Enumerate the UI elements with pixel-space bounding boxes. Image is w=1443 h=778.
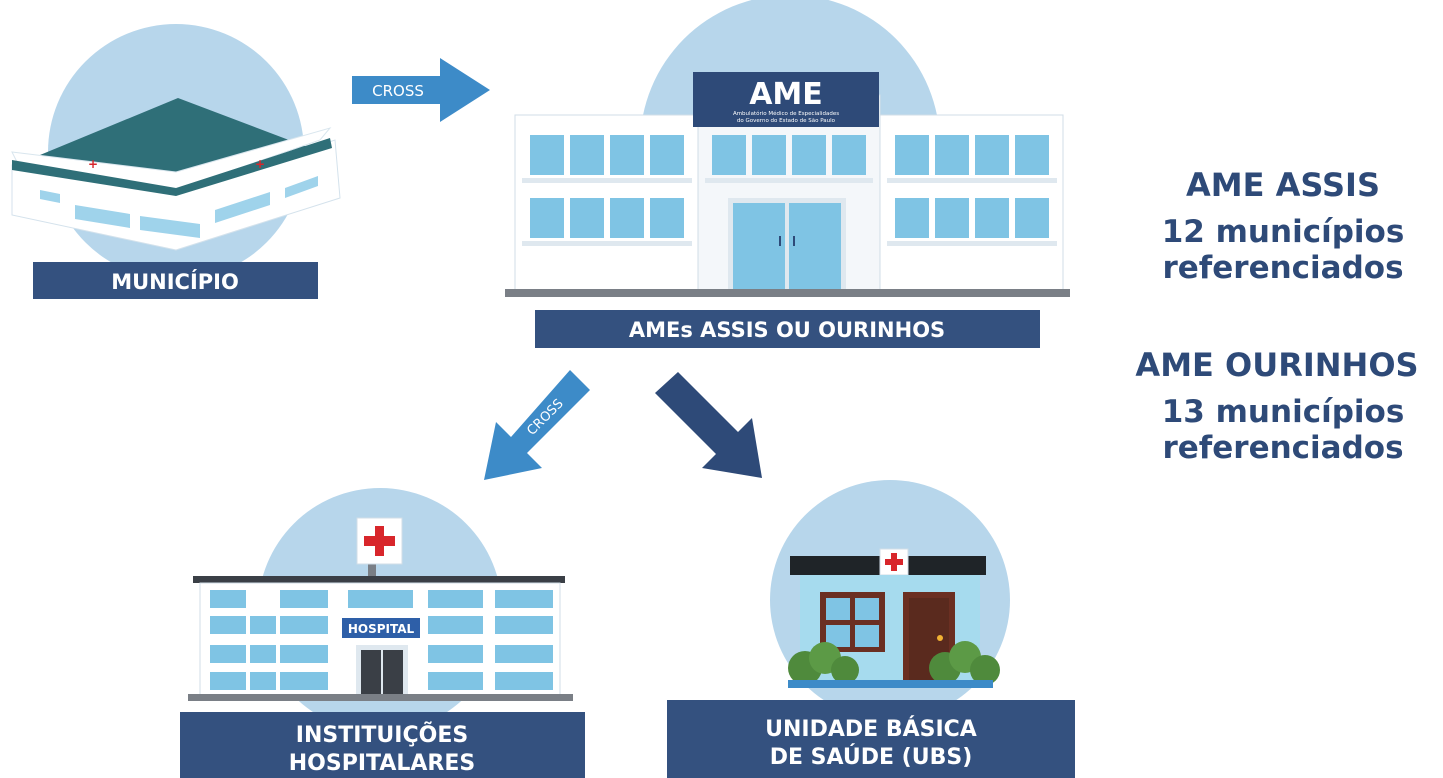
- municipio-label-box: [33, 262, 318, 299]
- cross-top-label: CROSS: [372, 82, 424, 100]
- hospital-node: HOSPITAL INSTITUIÇÕES HOSPITALARES: [180, 488, 585, 778]
- ame-sign-line2: do Governo do Estado de São Paulo: [737, 118, 836, 124]
- ame-ourinhos-note: referenciados: [1162, 430, 1403, 466]
- hospital-label-line1: INSTITUIÇÕES: [296, 722, 468, 748]
- cross-arrow-right: CROSS: [352, 58, 490, 122]
- ubs-node: UNIDADE BÁSICA DE SAÚDE (UBS): [667, 480, 1075, 778]
- hospital-label-box: [180, 712, 585, 778]
- svg-text:+: +: [88, 157, 98, 171]
- ame-ourinhos-count: 13 municípios: [1162, 394, 1405, 430]
- svg-text:+: +: [255, 157, 265, 171]
- ame-sign-line1: Ambulatório Médico de Especialidades: [733, 110, 839, 117]
- side-info: AME ASSIS 12 municípios referenciados AM…: [1135, 166, 1418, 466]
- ame-assis-note: referenciados: [1162, 250, 1403, 286]
- ame-assis-count: 12 municípios: [1162, 214, 1405, 250]
- hospital-label-line2: HOSPITALARES: [289, 751, 475, 776]
- ubs-label-box: [667, 700, 1075, 778]
- ame-sign: [693, 72, 879, 127]
- ame-label-box: [535, 310, 1040, 348]
- municipio-label: MUNICÍPIO: [111, 269, 239, 294]
- ubs-label-line1: UNIDADE BÁSICA: [765, 716, 977, 742]
- ubs-building-icon: [788, 548, 1000, 688]
- ame-ourinhos-title: AME OURINHOS: [1135, 346, 1418, 384]
- ame-assis-info: AME ASSIS 12 municípios referenciados: [1162, 166, 1405, 286]
- ame-ourinhos-info: AME OURINHOS 13 municípios referenciados: [1135, 346, 1418, 466]
- ubs-label-line2: DE SAÚDE (UBS): [770, 744, 973, 770]
- hospital-sign-text: HOSPITAL: [348, 622, 415, 636]
- hospital-sign: [342, 618, 420, 638]
- hospital-building-icon: HOSPITAL: [188, 517, 573, 701]
- municipio-building-icon: + +: [11, 98, 341, 251]
- ame-building-icon: AME Ambulatório Médico de Especialidades…: [505, 72, 1070, 297]
- municipio-node: + + MUNICÍPIO: [11, 24, 341, 299]
- arrow-down-right: [655, 372, 762, 478]
- cross-arrow-down-left: CROSS: [484, 370, 590, 480]
- ame-assis-title: AME ASSIS: [1186, 166, 1380, 204]
- ame-sign-title: AME: [749, 77, 823, 112]
- ame-node: AME Ambulatório Médico de Especialidades…: [505, 0, 1070, 348]
- ame-label: AMEs ASSIS OU OURINHOS: [629, 318, 945, 342]
